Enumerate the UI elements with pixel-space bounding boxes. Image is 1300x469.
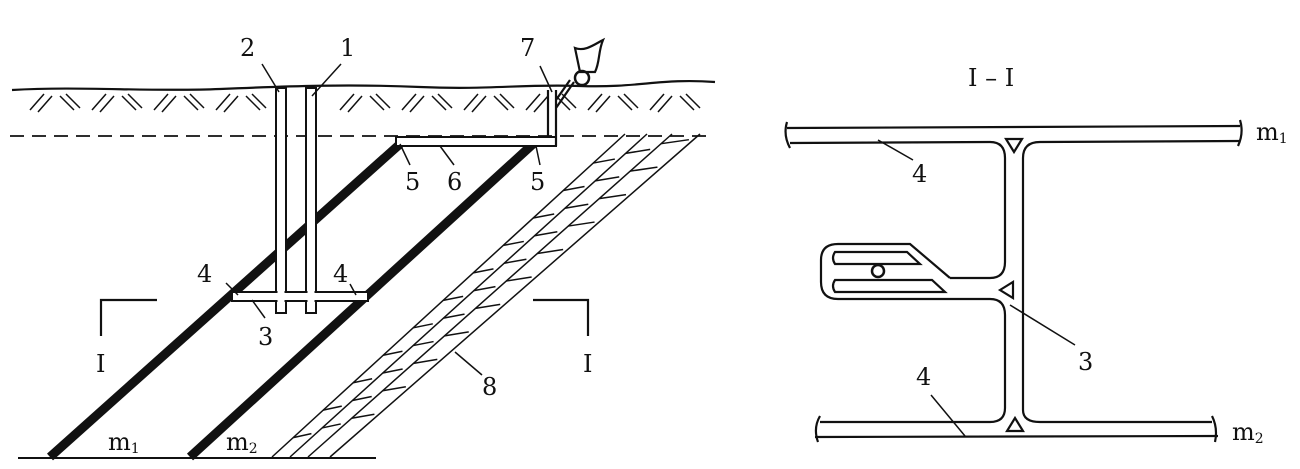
shaft-1 bbox=[305, 87, 317, 314]
strata-tick bbox=[473, 268, 494, 274]
label-roadway-bottom: 4 bbox=[916, 363, 931, 391]
strata-ticks bbox=[293, 138, 690, 439]
label-seam-m2: m2 bbox=[226, 428, 258, 457]
hatch-mark bbox=[339, 93, 391, 113]
vent-door-icon-bottom bbox=[1005, 415, 1025, 433]
vent-door-icon-middle bbox=[997, 280, 1015, 300]
strata-tick bbox=[660, 138, 690, 145]
strata-tick bbox=[506, 276, 532, 282]
hatch-mark bbox=[587, 93, 639, 113]
strata-tick bbox=[443, 313, 465, 319]
label-shaft-1: 1 bbox=[340, 34, 355, 62]
strata-tick bbox=[473, 285, 496, 292]
strata-tick bbox=[382, 368, 403, 374]
section-I-I-view: I – I 4 3 4 m1 m2 bbox=[784, 64, 1288, 447]
shaft-2 bbox=[275, 87, 287, 314]
hatch-mark bbox=[153, 93, 205, 113]
label-seam-m2: m2 bbox=[1232, 418, 1264, 447]
strata-tick bbox=[475, 303, 501, 310]
strata-tick bbox=[563, 185, 585, 192]
strata-tick bbox=[534, 231, 558, 237]
hatch-mark bbox=[463, 93, 515, 113]
section-mark-left bbox=[99, 298, 157, 336]
strata-tick bbox=[533, 213, 555, 219]
label-section-right: I bbox=[583, 350, 592, 378]
section-title: I – I bbox=[968, 64, 1014, 92]
label-crosscut: 3 bbox=[1078, 348, 1093, 376]
strata-tick bbox=[504, 258, 527, 264]
hatch-mark bbox=[91, 93, 143, 113]
coal-seam-m1 bbox=[47, 140, 403, 461]
loop-track bbox=[819, 242, 951, 301]
strata-tick bbox=[351, 413, 375, 419]
strata-tick bbox=[503, 240, 524, 247]
strata-tick bbox=[595, 176, 620, 182]
label-roadway-4a: 4 bbox=[197, 260, 212, 288]
label-raise-5b: 5 bbox=[530, 168, 545, 196]
label-roadway-top: 4 bbox=[912, 160, 927, 188]
rock-strata-8 bbox=[271, 133, 701, 458]
hatch-mark bbox=[401, 93, 453, 113]
strata-tick bbox=[413, 340, 434, 347]
label-seam-m1: m1 bbox=[1256, 118, 1288, 147]
ground-hatching bbox=[29, 93, 701, 113]
strata-tick bbox=[630, 166, 658, 172]
strata-tick bbox=[323, 405, 342, 411]
label-seam-m1: m1 bbox=[108, 428, 140, 457]
hoist-icon bbox=[870, 263, 886, 279]
strata-tick bbox=[321, 423, 341, 429]
label-vent-shaft-7: 7 bbox=[520, 34, 535, 62]
label-roadway-4b: 4 bbox=[333, 260, 348, 288]
ventilation-shaft-7 bbox=[546, 79, 575, 146]
label-strata-8: 8 bbox=[482, 373, 497, 401]
hatch-mark bbox=[649, 93, 701, 113]
section-mark-right bbox=[533, 298, 590, 336]
strata-tick bbox=[593, 158, 616, 164]
strata-tick bbox=[564, 203, 589, 210]
strata-tick bbox=[293, 432, 312, 439]
strata-tick bbox=[382, 386, 406, 392]
roadway-m1 bbox=[786, 124, 1241, 424]
strata-tick bbox=[537, 248, 564, 255]
strata-tick bbox=[568, 221, 595, 227]
vent-door-icon-top bbox=[1004, 137, 1024, 155]
label-section-left: I bbox=[96, 350, 105, 378]
strata-tick bbox=[443, 295, 464, 302]
strata-tick bbox=[625, 148, 651, 155]
crosscut-6 bbox=[395, 136, 557, 147]
label-station-3: 3 bbox=[258, 323, 273, 351]
roadway-m2 bbox=[814, 434, 1219, 439]
strata-tick bbox=[444, 331, 469, 337]
ground-surface bbox=[11, 79, 716, 92]
strata-tick bbox=[413, 358, 438, 365]
strata-tick bbox=[413, 323, 433, 329]
hatch-mark bbox=[29, 93, 81, 113]
strata-tick bbox=[353, 377, 373, 384]
label-raise-5a: 5 bbox=[405, 168, 420, 196]
shaft-station-3 bbox=[231, 291, 369, 302]
flag-icon bbox=[573, 37, 606, 74]
left-section-view: 2 1 7 5 6 5 4 4 3 8 I I m1 m2 bbox=[10, 34, 716, 461]
strata-tick bbox=[383, 350, 403, 356]
leader-lines bbox=[225, 63, 553, 376]
section-leader-lines bbox=[877, 139, 1076, 437]
label-shaft-2: 2 bbox=[240, 34, 255, 62]
hatch-mark bbox=[525, 93, 577, 113]
label-crosscut-6: 6 bbox=[447, 168, 462, 196]
strata-tick bbox=[352, 395, 372, 402]
hatch-mark bbox=[215, 93, 267, 113]
crosscut-3 bbox=[820, 297, 1007, 424]
strata-tick bbox=[599, 193, 627, 200]
